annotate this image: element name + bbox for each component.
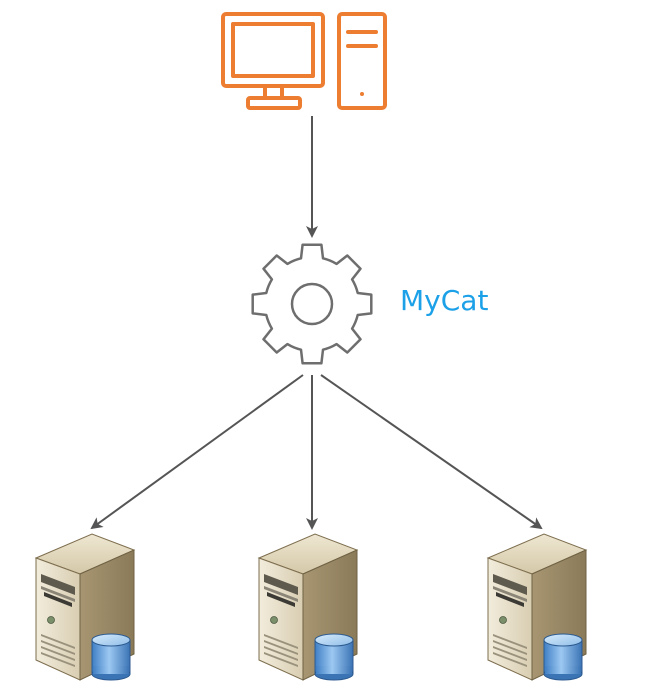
mycat-label: MyCat (400, 284, 489, 317)
desktop-computer-icon (221, 12, 387, 110)
database-server-icon (35, 533, 135, 681)
connector-mycat-to-server-1 (90, 374, 304, 530)
connector-mycat-to-server-3 (320, 374, 543, 530)
gear-icon (251, 243, 373, 365)
database-server-icon (487, 533, 587, 681)
database-server-icon (258, 533, 358, 681)
